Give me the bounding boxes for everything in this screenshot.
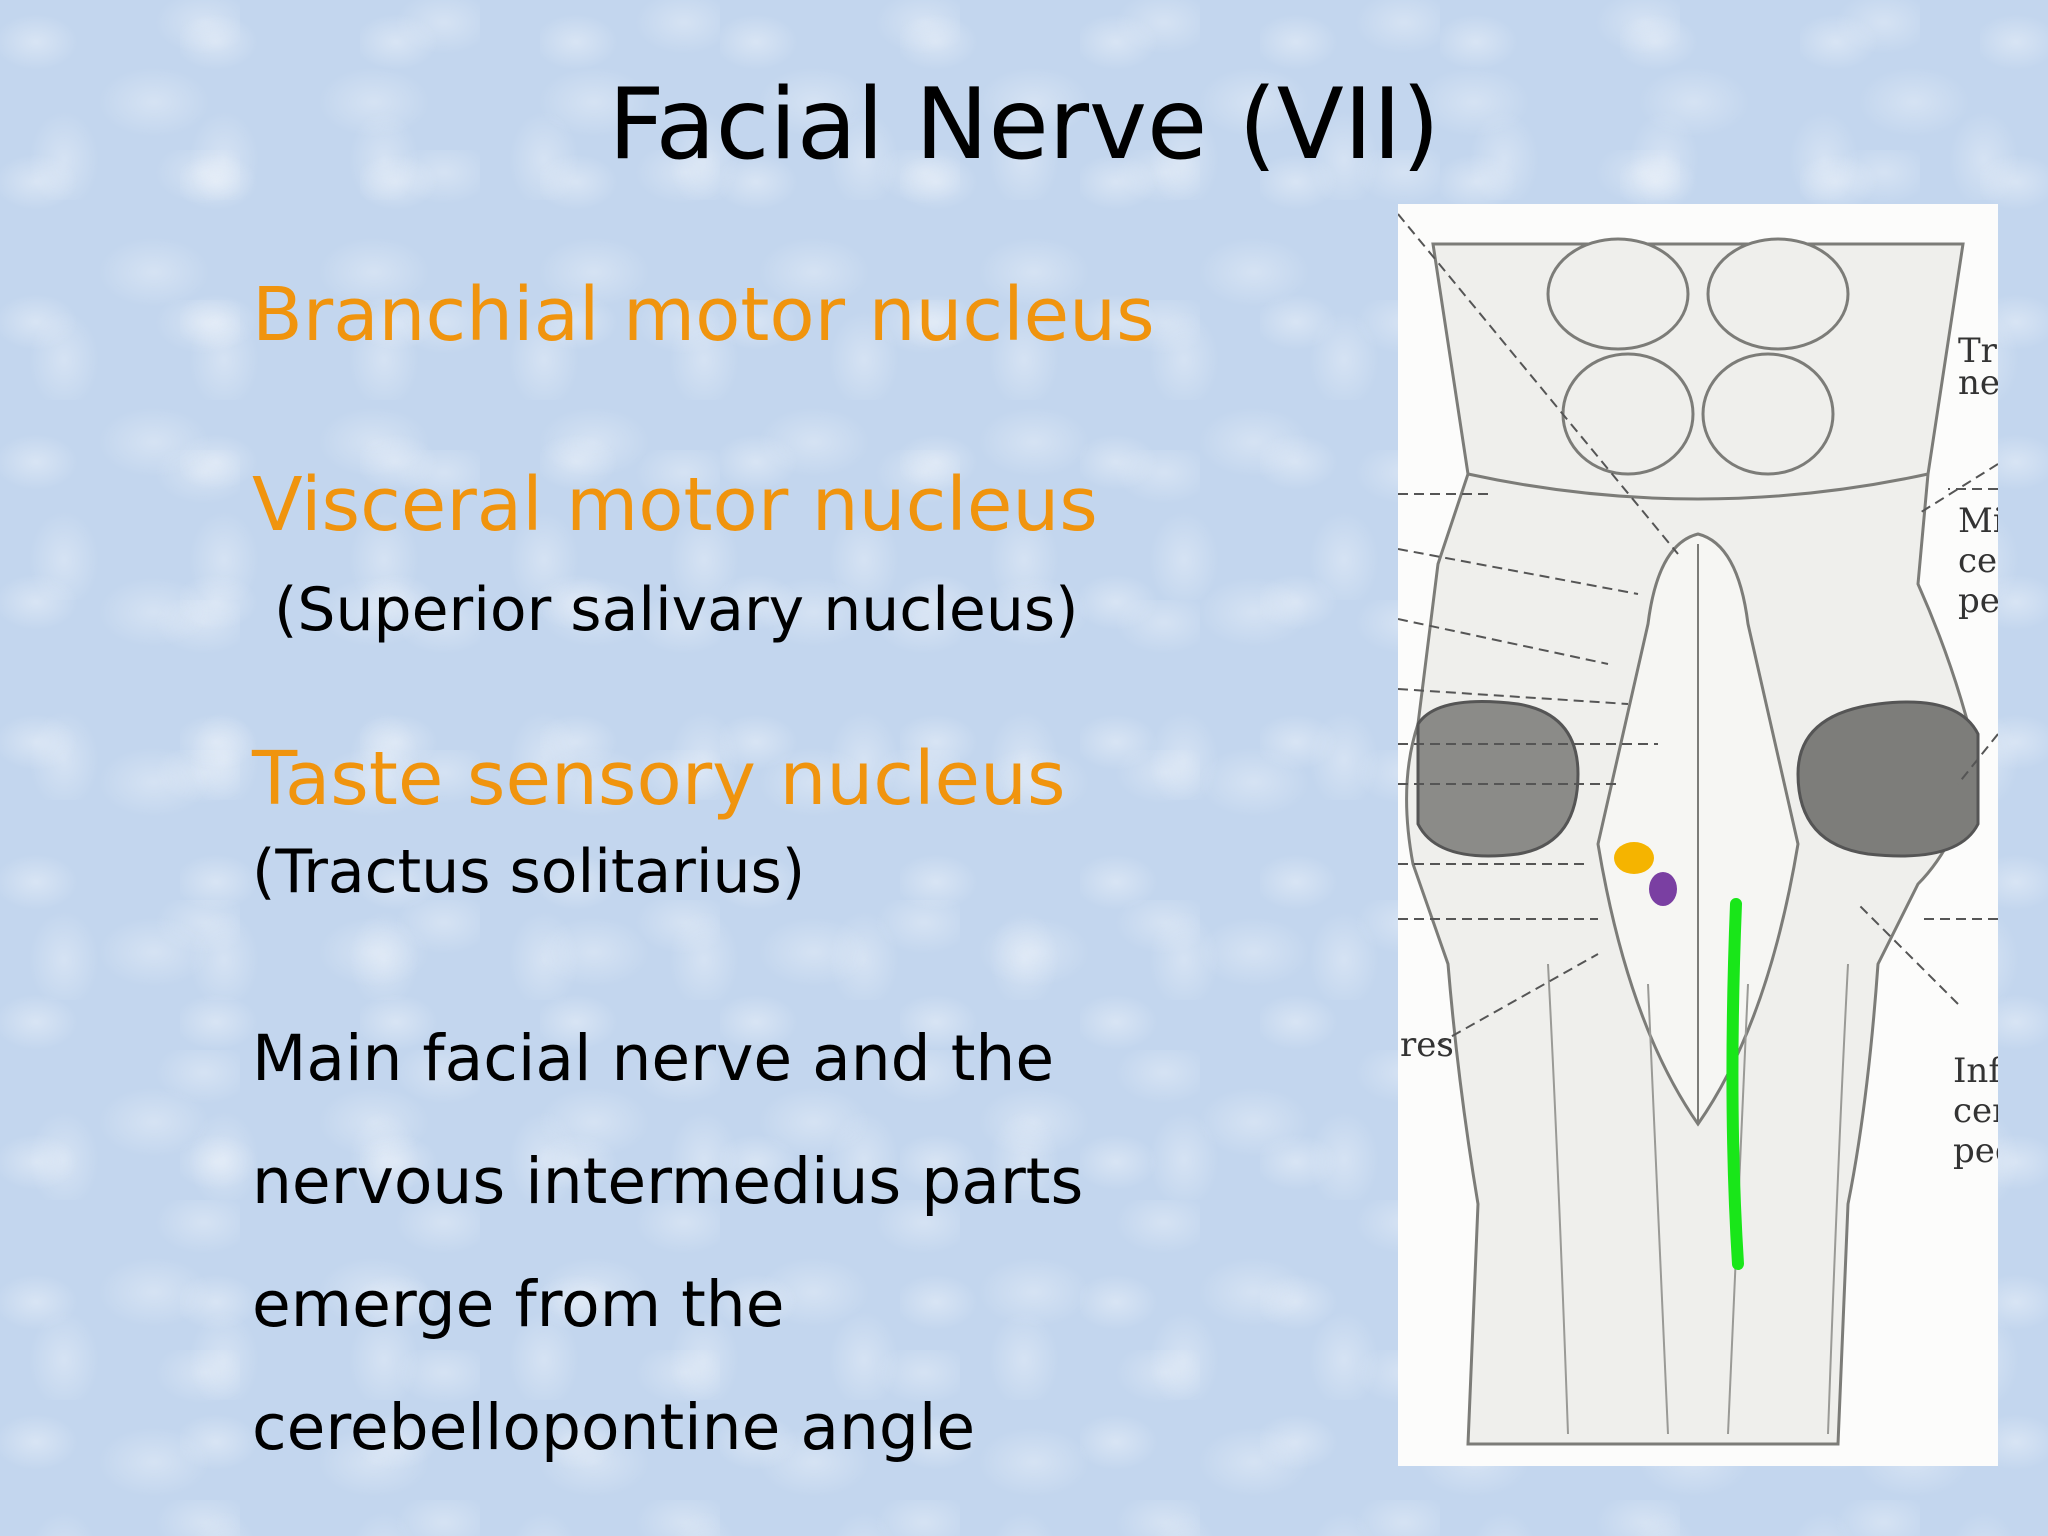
green-tract-marker [1726,898,1744,1270]
inferior-peduncle-label-2: cere [1953,1091,1998,1131]
taste-sensory-note: (Tractus solitarius) [252,837,806,907]
purple-nucleus-marker [1649,872,1677,906]
middle-peduncle-label-2: cer [1958,541,1998,581]
trochlear-label-2: ner [1958,363,1998,403]
slide-title: Facial Nerve (VII) [608,68,1440,182]
branchial-motor-heading: Branchial motor nucleus [252,272,1155,358]
middle-peduncle-label-3: pec [1958,581,1998,621]
left-partial-label: res [1400,1025,1454,1065]
visceral-motor-heading: Visceral motor nucleus [252,462,1098,548]
yellow-nucleus-marker [1614,842,1654,874]
trochlear-label-1: Tro [1958,331,1998,371]
brainstem-illustration: Tro ner Mic cer pec Infe cere ped res [1398,204,1998,1466]
middle-peduncle-label-1: Mic [1958,501,1998,541]
inferior-peduncle-label-3: ped [1953,1131,1998,1171]
description-line-1: Main facial nerve and the [252,1022,1055,1095]
inferior-peduncle-label-1: Infe [1953,1051,1998,1091]
description-line-4: cerebellopontine angle [252,1391,976,1464]
description-line-2: nervous intermedius parts [252,1145,1084,1218]
visceral-motor-note: (Superior salivary nucleus) [274,575,1079,645]
taste-sensory-heading: Taste sensory nucleus [252,736,1066,822]
description-line-3: emerge from the [252,1268,785,1341]
